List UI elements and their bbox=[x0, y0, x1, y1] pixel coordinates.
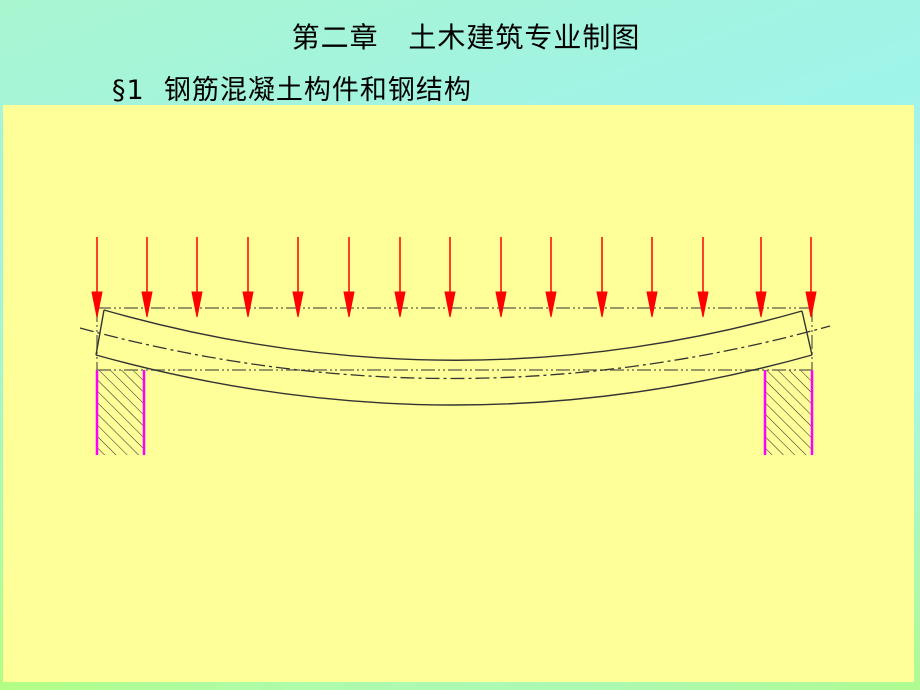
load-arrow-icon bbox=[755, 237, 767, 318]
load-arrow-icon bbox=[596, 237, 608, 318]
load-arrow-icon bbox=[646, 237, 658, 318]
load-arrow-icon bbox=[191, 237, 203, 318]
original-beam-centerlines bbox=[96, 307, 813, 371]
load-arrow-icon bbox=[141, 237, 153, 318]
load-arrow-icon bbox=[545, 237, 557, 318]
load-arrow-icon bbox=[343, 237, 355, 318]
left-support bbox=[95, 370, 146, 455]
deflected-neutral-axis bbox=[79, 325, 831, 380]
diagram-panel bbox=[3, 105, 914, 682]
load-arrow-icon bbox=[91, 237, 103, 318]
load-arrow-icon bbox=[495, 237, 507, 318]
load-arrow-icon bbox=[292, 237, 304, 318]
load-arrow-icon bbox=[805, 237, 817, 318]
load-arrow-icon bbox=[697, 237, 709, 318]
slide-subtitle: §1 钢筋混凝土构件和钢结构 bbox=[112, 75, 472, 106]
load-arrow-icon bbox=[394, 237, 406, 318]
load-arrow-icon bbox=[242, 237, 254, 318]
load-arrow-icon bbox=[444, 237, 456, 318]
distributed-load-arrows bbox=[91, 237, 817, 318]
right-support bbox=[763, 370, 814, 455]
deflected-beam bbox=[95, 309, 813, 406]
slide-title: 第二章 土木建筑专业制图 bbox=[291, 21, 641, 54]
